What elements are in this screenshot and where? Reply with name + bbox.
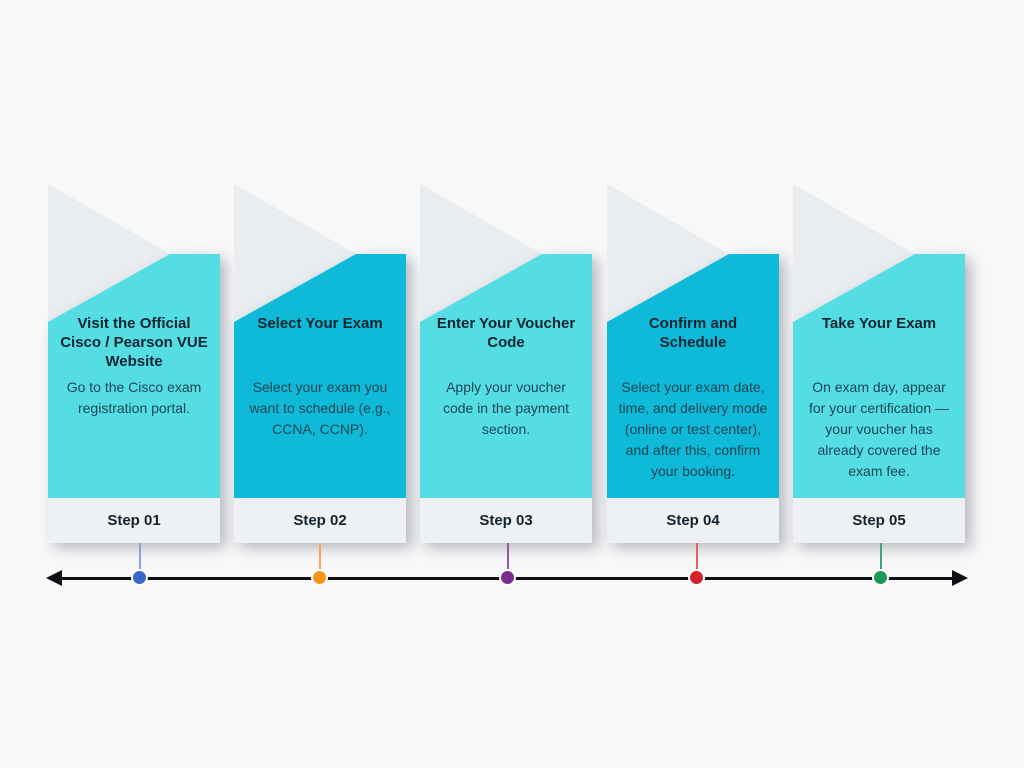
card-title: Enter Your Voucher Code [436,315,576,351]
step-card-2: Select Your Exam Select your exam you wa… [234,184,406,543]
timeline-dot [499,569,516,586]
card-panel: Confirm and Schedule Select your exam da… [607,254,779,498]
card-panel: Enter Your Voucher Code Apply your vouch… [420,254,592,498]
card-title: Take Your Exam [821,315,937,332]
card-panel: Select Your Exam Select your exam you wa… [234,254,406,498]
card-panel: Visit the Official Cisco / Pearson VUE W… [48,254,220,498]
card-panel: Take Your Exam On exam day, appear for y… [793,254,965,498]
card-body: Take Your Exam On exam day, appear for y… [793,254,965,543]
step-label: Step 04 [607,498,779,543]
card-body: Select Your Exam Select your exam you wa… [234,254,406,543]
card-description: Select your exam you want to schedule (e… [249,379,391,437]
arrow-left-icon [46,570,62,586]
step-label: Step 05 [793,498,965,543]
step-card-1: Visit the Official Cisco / Pearson VUE W… [48,184,220,543]
card-description: Select your exam date, time, and deliver… [618,379,768,479]
step-connector-line [139,543,141,577]
card-description: On exam day, appear for your certificati… [808,379,950,479]
step-label: Step 01 [48,498,220,543]
card-title: Select Your Exam [257,315,383,332]
card-body: Visit the Official Cisco / Pearson VUE W… [48,254,220,543]
timeline-dot [872,569,889,586]
card-title: Visit the Official Cisco / Pearson VUE W… [60,315,208,370]
timeline-dot [131,569,148,586]
card-title: Confirm and Schedule [648,315,738,351]
timeline-dot [688,569,705,586]
card-description: Go to the Cisco exam registration portal… [66,379,202,416]
card-body: Enter Your Voucher Code Apply your vouch… [420,254,592,543]
step-card-3: Enter Your Voucher Code Apply your vouch… [420,184,592,543]
arrow-right-icon [952,570,968,586]
step-connector-line [319,543,321,577]
card-body: Confirm and Schedule Select your exam da… [607,254,779,543]
step-card-5: Take Your Exam On exam day, appear for y… [793,184,965,543]
step-connector-line [507,543,509,577]
card-description: Apply your voucher code in the payment s… [442,379,570,437]
timeline-dot [311,569,328,586]
step-connector-line [696,543,698,577]
step-connector-line [880,543,882,577]
step-label: Step 03 [420,498,592,543]
step-card-4: Confirm and Schedule Select your exam da… [607,184,779,543]
step-label: Step 02 [234,498,406,543]
